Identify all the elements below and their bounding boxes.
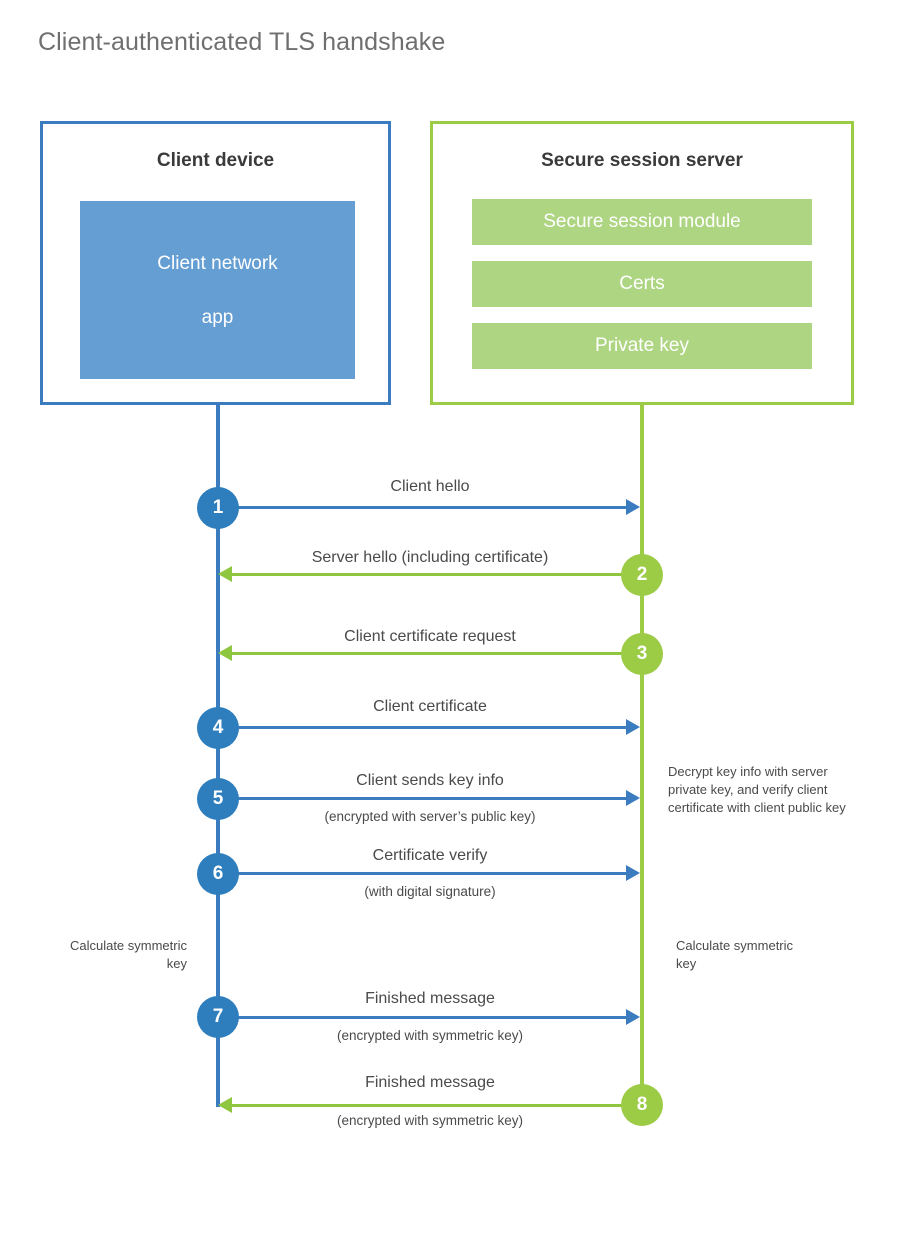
step-6-arrow-line — [218, 872, 626, 875]
step-4-badge[interactable]: 4 — [197, 707, 239, 749]
step-5-label: Client sends key info — [356, 772, 504, 789]
step-2-arrow-line — [232, 573, 642, 576]
step-4-arrow-head — [626, 719, 640, 735]
step-6-sublabel: (with digital signature) — [364, 884, 496, 899]
client-calculate-symmetric-key-note: Calculate symmetric key — [69, 938, 187, 971]
client-app-label-line1: Client network — [157, 252, 278, 274]
client-device-title: Client device — [156, 150, 275, 171]
step-2-arrow-head — [218, 566, 232, 582]
step-5-arrow-line — [218, 797, 626, 800]
step-6-badge[interactable]: 6 — [197, 853, 239, 895]
step-2-badge[interactable]: 2 — [621, 554, 663, 596]
step-8-arrow-head — [218, 1097, 232, 1113]
step-4-arrow-line — [218, 726, 626, 729]
step-5-sublabel: (encrypted with server’s public key) — [324, 809, 536, 824]
page-title: Client-authenticated TLS handshake — [38, 28, 446, 56]
secure-session-server-title: Secure session server — [541, 150, 743, 171]
step-7-sublabel: (encrypted with symmetric key) — [336, 1028, 524, 1043]
step-3-label: Client certificate request — [344, 628, 516, 645]
step-3-arrow-head — [218, 645, 232, 661]
client-app-label-line2: app — [201, 306, 234, 328]
server-components-list: Secure session module Certs Private key — [472, 199, 812, 385]
step-1-label: Client hello — [390, 478, 470, 495]
step-4-label: Client certificate — [373, 698, 487, 715]
client-lifeline — [216, 404, 220, 1107]
step-3-arrow-line — [232, 652, 642, 655]
step-1-badge[interactable]: 1 — [197, 487, 239, 529]
step-8-label: Finished message — [365, 1074, 495, 1091]
step-7-arrow-head — [626, 1009, 640, 1025]
step-7-arrow-line — [218, 1016, 626, 1019]
step-8-badge[interactable]: 8 — [621, 1084, 663, 1126]
step-5-badge[interactable]: 5 — [197, 778, 239, 820]
step-6-label: Certificate verify — [372, 847, 488, 864]
step-8-sublabel: (encrypted with symmetric key) — [336, 1113, 524, 1128]
server-component-private-key: Private key — [472, 323, 812, 369]
client-network-app-block: Client network app — [80, 201, 355, 379]
step-8-arrow-line — [232, 1104, 642, 1107]
step-3-badge[interactable]: 3 — [621, 633, 663, 675]
server-component-certs: Certs — [472, 261, 812, 307]
server-component-secure-session-module: Secure session module — [472, 199, 812, 245]
step-1-arrow-line — [218, 506, 626, 509]
secure-session-server-box: Secure session server Secure session mod… — [430, 121, 854, 405]
step-5-arrow-head — [626, 790, 640, 806]
server-calculate-symmetric-key-note: Calculate symmetric key — [676, 938, 794, 971]
step-6-arrow-head — [626, 865, 640, 881]
step-2-label: Server hello (including certificate) — [311, 549, 549, 566]
client-device-box: Client device Client network app — [40, 121, 391, 405]
step-1-arrow-head — [626, 499, 640, 515]
server-lifeline — [640, 404, 644, 1107]
step-7-badge[interactable]: 7 — [197, 996, 239, 1038]
server-decrypt-note: Decrypt key info with server private key… — [668, 764, 846, 815]
step-7-label: Finished message — [365, 990, 495, 1007]
